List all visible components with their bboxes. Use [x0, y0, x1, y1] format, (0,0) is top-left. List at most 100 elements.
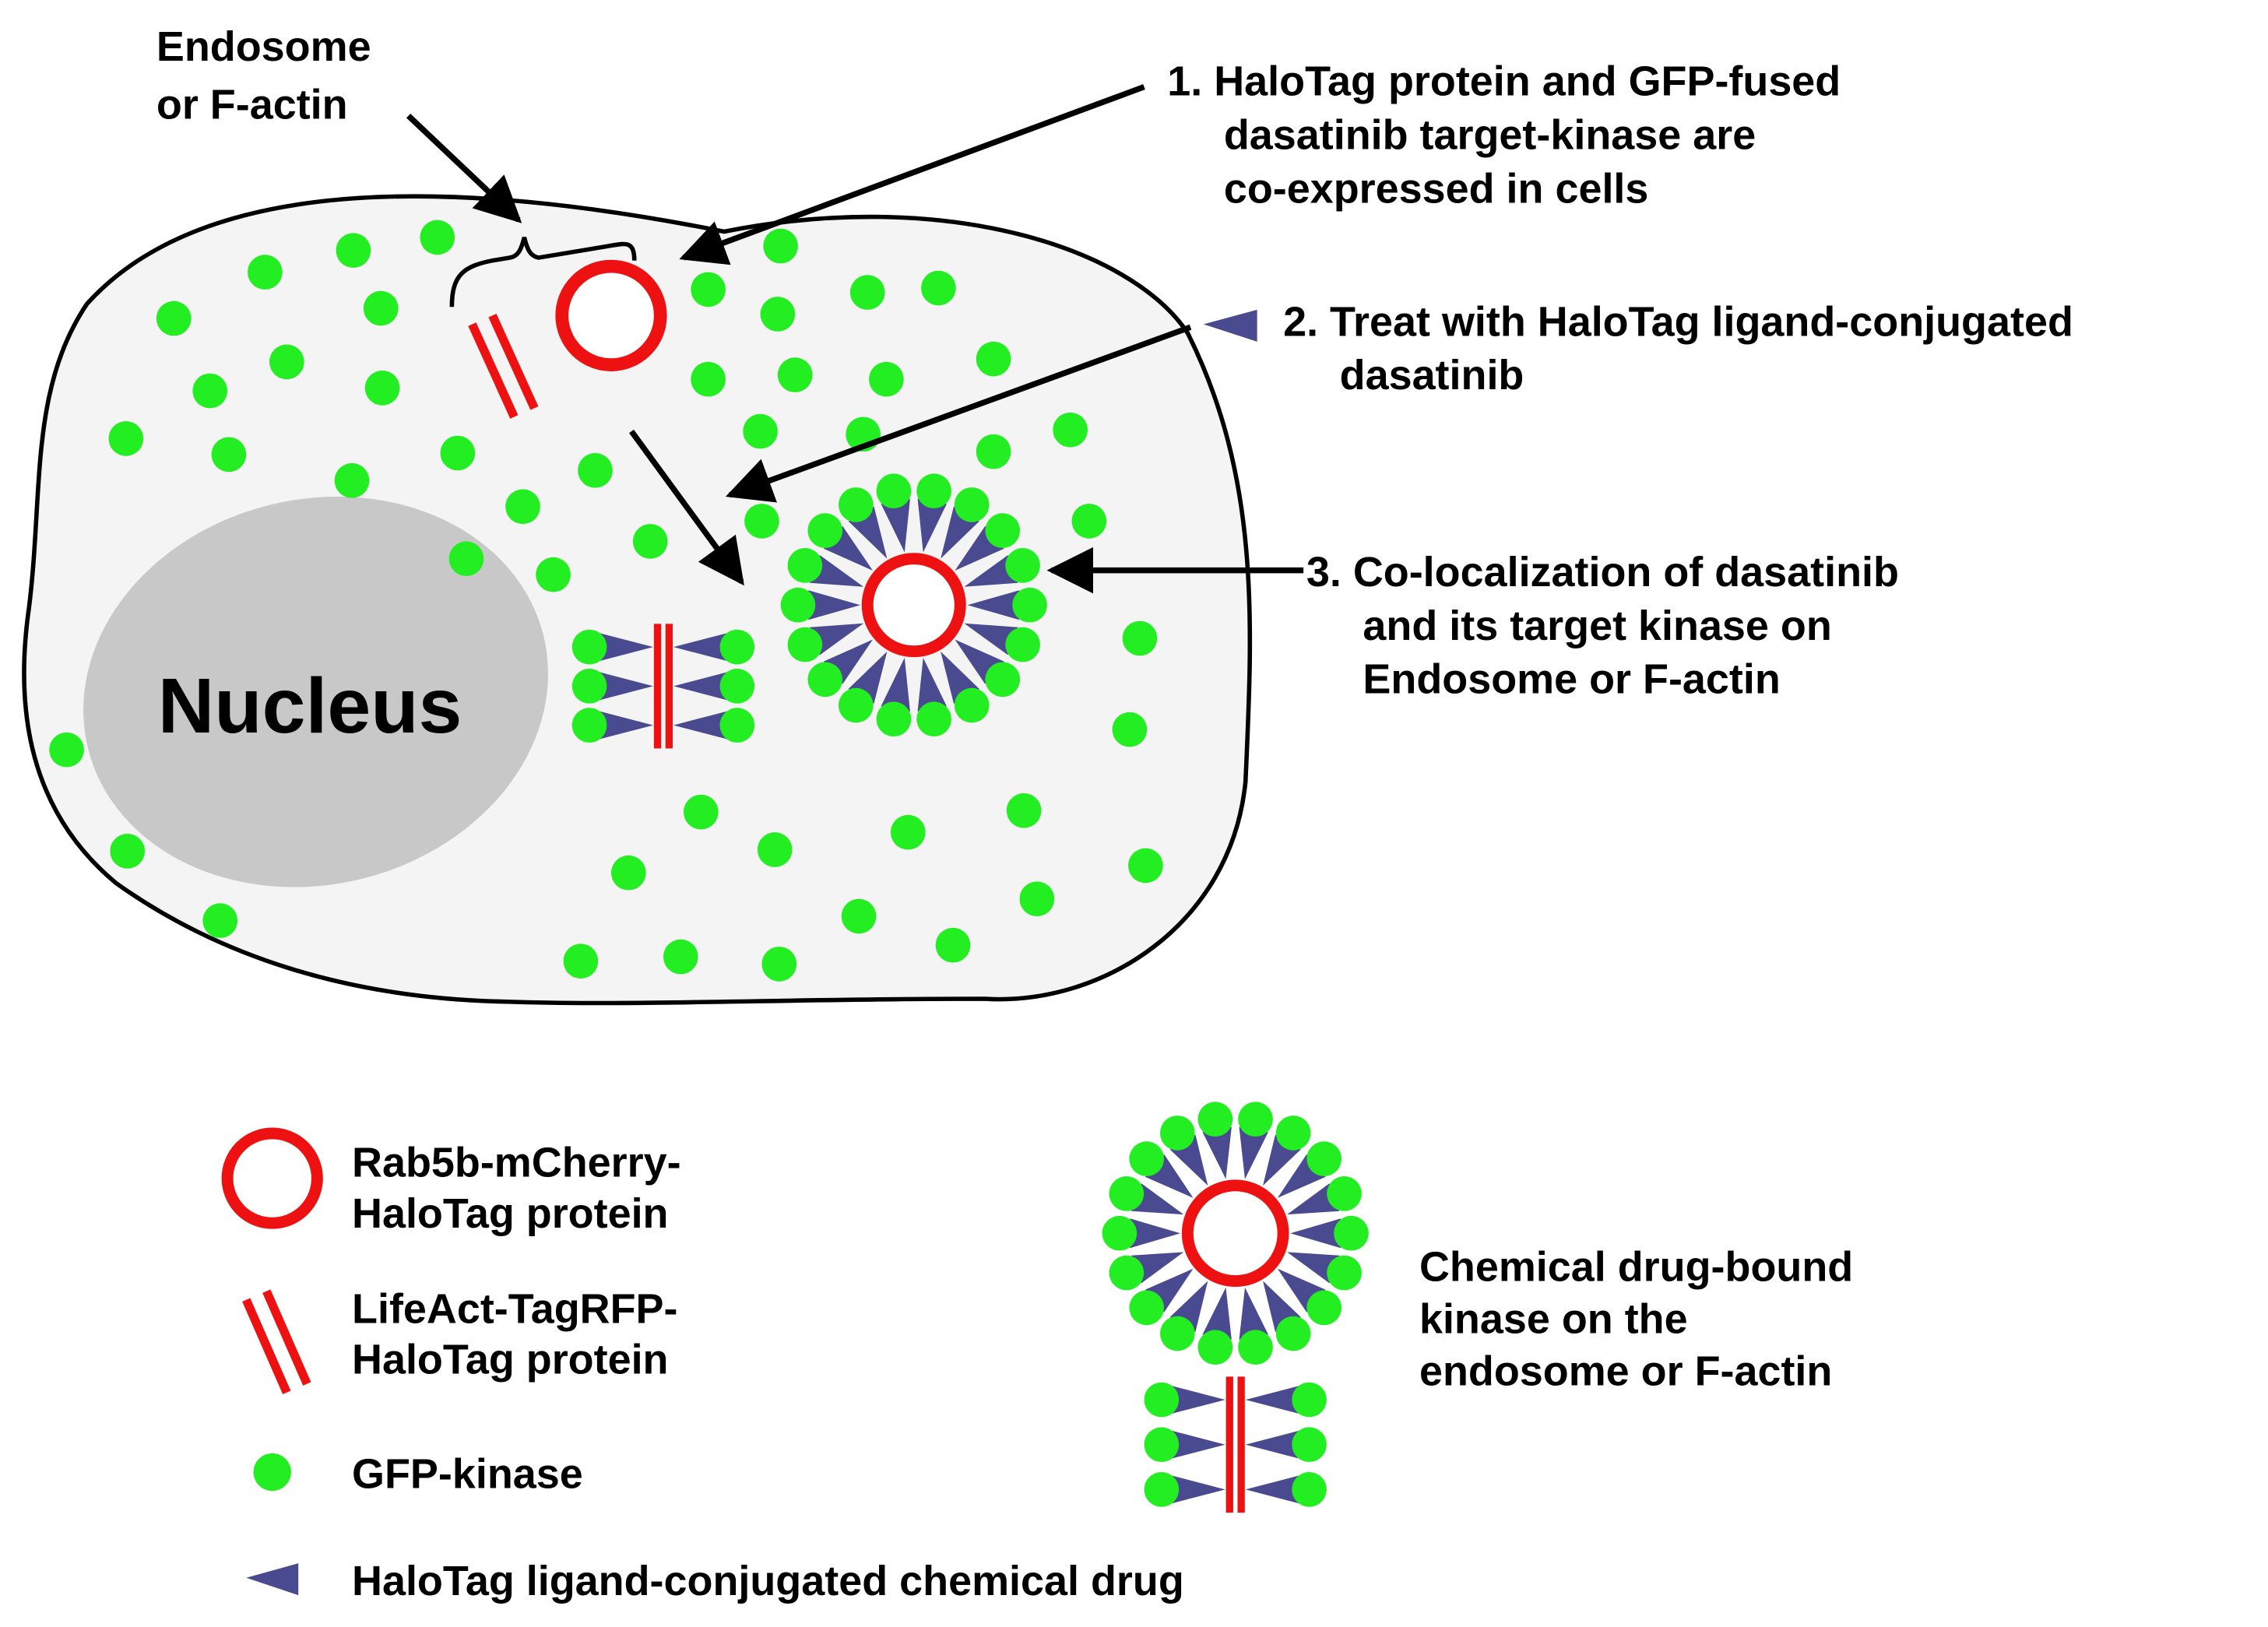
gfp-kinase-dot-icon: [763, 228, 798, 264]
gfp-kinase-dot-icon: [1292, 1472, 1327, 1507]
gfp-kinase-dot-icon: [49, 732, 84, 768]
gfp-kinase-dot-icon: [448, 541, 484, 577]
legend-drug-label: HaloTag ligand-conjugated chemical drug: [352, 1558, 1184, 1604]
drug-triangle-icon: [1172, 1475, 1225, 1504]
gfp-kinase-dot-icon: [954, 487, 990, 522]
gfp-kinase-dot-icon: [839, 687, 874, 723]
gfp-kinase-dot-icon: [744, 504, 779, 539]
gfp-kinase-dot-icon: [1292, 1427, 1327, 1463]
gfp-kinase-dot-icon: [807, 513, 843, 548]
gfp-kinase-dot-icon: [364, 371, 400, 406]
drug-triangle-icon: [1202, 1126, 1232, 1179]
gfp-kinase-dot-icon: [211, 437, 247, 473]
gfp-kinase-dot-icon: [578, 453, 613, 488]
gfp-kinase-dot-icon: [1006, 792, 1042, 828]
gfp-kinase-dot-icon: [108, 421, 144, 456]
arrow-step2-to-cell: [725, 324, 1192, 503]
legend-bound-endosome-complex-icon: [1102, 1102, 1369, 1365]
gfp-kinase-dot-icon: [334, 463, 370, 498]
drug-triangle-icon: [967, 590, 1020, 620]
drug-triangle-icon: [964, 555, 1018, 587]
organelle-callout-label: Endosome or F-actin: [156, 23, 383, 128]
gfp-kinase-dot-icon: [440, 435, 476, 471]
drug-triangle-icon: [673, 633, 727, 662]
drug-triangle-icon: [673, 672, 727, 701]
drug-triangle-icon: [964, 623, 1018, 655]
drug-triangle-icon: [810, 555, 864, 587]
gfp-kinase-dot-icon: [935, 927, 971, 963]
drug-triangle-icon: [1245, 1430, 1299, 1459]
drug-triangle-icon: [1202, 1287, 1232, 1340]
gfp-kinase-dot-icon: [1112, 712, 1148, 747]
gfp-kinase-dot-icon: [202, 903, 238, 938]
drug-triangle-icon: [600, 633, 653, 662]
gfp-kinase-dot-icon: [571, 708, 607, 743]
drug-triangle-icon: [1239, 1287, 1268, 1340]
gfp-kinase-dot-icon: [761, 947, 797, 982]
gfp-kinase-dot-icon: [1053, 412, 1088, 448]
gfp-kinase-dot-icon: [743, 413, 778, 449]
drug-triangle-icon: [1172, 1430, 1225, 1459]
legend: Rab5b-mCherry- HaloTag protein LifeAct-T…: [221, 1102, 1853, 1604]
gfp-kinase-dot-icon: [1197, 1330, 1233, 1365]
gfp-kinase-dot-icon: [1306, 1290, 1342, 1326]
gfp-kinase-dot-icon: [1275, 1316, 1311, 1351]
gfp-kinase-dot-icon: [1005, 548, 1040, 583]
gfp-kinase-dot-icon: [1019, 881, 1055, 917]
drug-triangle-icon: [1130, 1183, 1184, 1215]
drug-triangle-icon: [917, 498, 947, 553]
legend-bound-factin-complex-icon: [1144, 1376, 1327, 1513]
nucleus: [83, 497, 548, 887]
gfp-kinase-dot-icon: [976, 434, 1011, 469]
gfp-kinase-dot-icon: [1128, 848, 1163, 884]
gfp-kinase-dot-icon: [156, 300, 192, 336]
gfp-kinase-dot-icon: [921, 270, 956, 306]
legend-drug-triangle-icon: [246, 1563, 299, 1596]
gfp-kinase-dot-icon: [807, 662, 843, 698]
gfp-kinase-dot-icon: [1197, 1102, 1233, 1137]
gfp-kinase-dot-icon: [916, 473, 951, 509]
bound-endosome-complex-icon: [780, 473, 1047, 737]
drug-triangle-icon: [1172, 1386, 1225, 1414]
arrow-callout-to-structure: [406, 114, 522, 223]
drug-triangle-icon: [673, 711, 727, 740]
gfp-kinase-dot-icon: [719, 669, 755, 704]
step-3-text: 3. Co-localization of dasatinib and its …: [1306, 549, 1911, 703]
gfp-kinase-dot-icon: [1159, 1316, 1195, 1351]
drug-triangle-icon: [1203, 309, 1257, 342]
gfp-kinase-dot-icon: [1144, 1382, 1180, 1418]
gfp-kinase-dot-icon: [1144, 1472, 1180, 1507]
drug-triangle-icon: [1287, 1252, 1340, 1284]
step-2-text: 2. Treat with HaloTag ligand-conjugated …: [1283, 298, 2085, 399]
bound-factin-complex-icon: [571, 624, 755, 749]
legend-gfp-kinase-label: GFP-kinase: [352, 1451, 583, 1498]
drug-triangle-icon: [1239, 1126, 1268, 1179]
gfp-kinase-dot-icon: [1159, 1116, 1195, 1151]
gfp-kinase-dot-icon: [1275, 1116, 1311, 1151]
gfp-kinase-dot-icon: [505, 489, 540, 525]
gfp-kinase-dot-icon: [757, 832, 793, 867]
gfp-kinase-dot-icon: [890, 814, 926, 850]
callout-brace: [449, 237, 637, 307]
drug-triangle-icon: [1130, 1252, 1184, 1284]
gfp-kinase-dot-icon: [363, 290, 399, 326]
gfp-kinase-dot-icon: [1238, 1102, 1273, 1137]
gfp-kinase-dot-icon: [985, 513, 1021, 548]
gfp-kinase-dot-icon: [1334, 1215, 1369, 1251]
drug-triangle-icon: [1130, 1218, 1181, 1249]
legend-f-actin-icon: [242, 1289, 311, 1395]
gfp-kinase-dot-icon: [269, 344, 304, 380]
gfp-kinase-dots: [49, 220, 1163, 982]
gfp-kinase-dot-icon: [985, 662, 1021, 698]
gfp-kinase-dot-icon: [1327, 1255, 1362, 1291]
gfp-kinase-dot-icon: [976, 341, 1011, 377]
gfp-kinase-dot-icon: [1129, 1290, 1165, 1326]
gfp-kinase-dot-icon: [563, 944, 599, 979]
gfp-kinase-dot-icon: [192, 373, 228, 409]
gfp-kinase-dot-icon: [876, 473, 912, 509]
f-actin-double-bar-icon: [468, 314, 539, 419]
gfp-kinase-dot-icon: [787, 548, 823, 583]
gfp-kinase-dot-icon: [839, 487, 874, 522]
gfp-kinase-dot-icon: [719, 708, 755, 743]
endosome-ring-icon: [1181, 1179, 1289, 1288]
